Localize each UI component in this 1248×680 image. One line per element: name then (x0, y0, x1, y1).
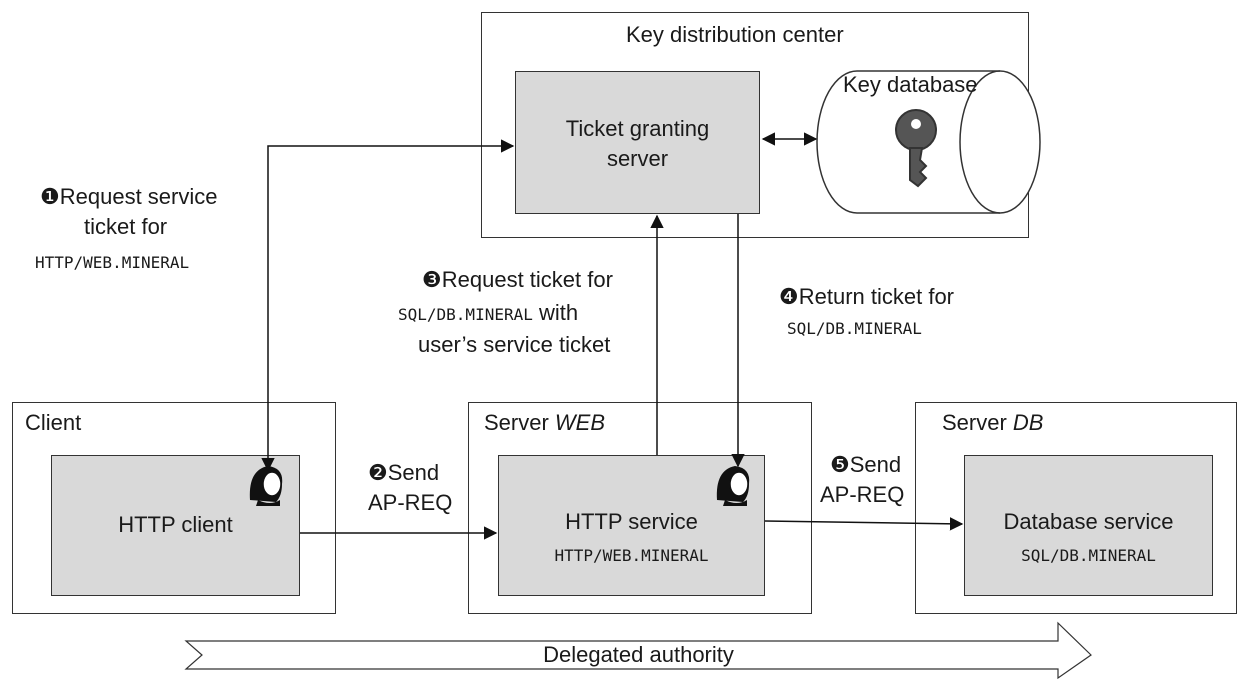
step4-line1: ❹Return ticket for (779, 284, 955, 309)
client-title: Client (25, 410, 82, 435)
server-db-name: DB (1012, 410, 1044, 435)
kdc-title: Key distribution center (626, 22, 844, 47)
http-service-spn: HTTP/WEB.MINERAL (554, 546, 709, 565)
step2-line2: AP-REQ (368, 490, 453, 515)
step5-marker: ❺ (830, 452, 850, 477)
key-database-label: Key database (843, 72, 978, 97)
step5-line1: ❺Send (830, 452, 902, 477)
http-service-label: HTTP service (565, 509, 698, 534)
server-web-name: WEB (554, 410, 606, 435)
step1-marker: ❶ (40, 184, 60, 209)
step4-marker: ❹ (779, 284, 799, 309)
step1-line3: HTTP/WEB.MINERAL (35, 253, 190, 272)
http-client-label: HTTP client (118, 512, 233, 537)
step4-line2: SQL/DB.MINERAL (787, 319, 922, 338)
step3-line2: SQL/DB.MINERAL with (398, 300, 579, 325)
step3-line1: ❸Request ticket for (422, 267, 613, 292)
tgs-label-line1: Ticket granting (565, 116, 710, 141)
arrow-step1 (261, 139, 515, 472)
delegated-authority-arrow (184, 621, 1092, 680)
step1-line2: ticket for (84, 214, 168, 239)
step2-marker: ❷ (368, 460, 388, 485)
database-service-spn: SQL/DB.MINERAL (1021, 546, 1156, 565)
arrow-step5 (764, 517, 964, 531)
user-icon (716, 466, 750, 506)
database-service-box (964, 455, 1213, 596)
database-service-label: Database service (1003, 509, 1174, 534)
tgs-box (515, 71, 760, 214)
step3-marker: ❸ (422, 267, 442, 292)
step1-line1: ❶Request service (40, 184, 218, 209)
tgs-label-line2: server (606, 146, 669, 171)
step2-line1: ❷Send (368, 460, 440, 485)
delegated-authority-label: Delegated authority (543, 642, 734, 667)
user-icon (249, 466, 283, 506)
server-db-title: Server DB (942, 410, 1044, 435)
step5-line2: AP-REQ (820, 482, 905, 507)
step3-line3: user’s service ticket (418, 332, 611, 357)
